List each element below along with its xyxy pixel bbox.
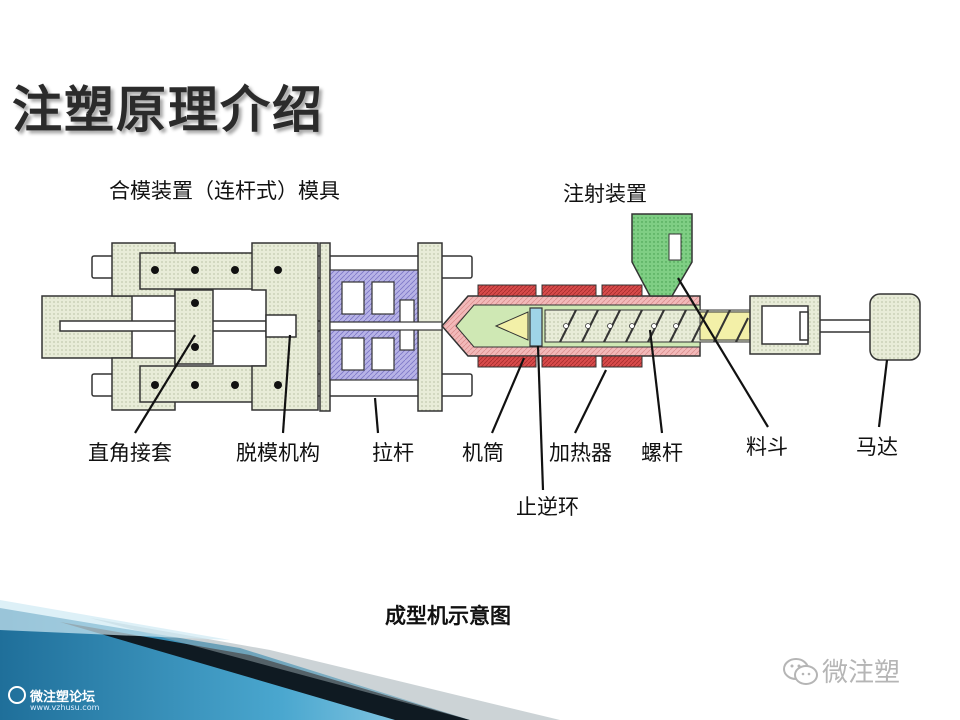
check-ring — [529, 307, 543, 347]
label-screw: 螺杆 — [641, 441, 683, 465]
forum-name: 微注塑论坛 — [30, 690, 96, 705]
forum-url: www.vzhusu.com — [30, 703, 100, 712]
forum-logo-icon — [8, 686, 26, 704]
label-motor: 马达 — [856, 435, 898, 459]
moving-platen — [319, 242, 331, 412]
drive — [749, 293, 921, 361]
label-barrel: 机筒 — [462, 441, 504, 465]
label-ejector: 脱模机构 — [236, 441, 320, 465]
label-toggle-joint: 直角接套 — [88, 441, 172, 465]
ejector-block — [265, 314, 297, 338]
slide-title: 注塑原理介绍 — [12, 81, 324, 139]
mold — [329, 269, 443, 381]
wechat-icon — [783, 658, 818, 685]
hopper — [631, 213, 693, 297]
heater-bands — [477, 284, 643, 368]
label-heater: 加热器 — [549, 441, 612, 465]
wechat-watermark: 微注塑 — [822, 658, 901, 688]
label-injection-unit: 注射装置 — [563, 182, 647, 206]
screw-tip — [494, 311, 529, 341]
diagram-caption: 成型机示意图 — [385, 603, 511, 628]
motor — [869, 293, 921, 361]
label-hopper: 料斗 — [746, 435, 788, 459]
label-check-ring: 止逆环 — [516, 495, 579, 519]
label-clamping-unit: 合模装置（连杆式）模具 — [109, 179, 340, 203]
leader-lines — [134, 277, 889, 491]
toggle-pins — [151, 266, 282, 389]
label-tie-bar: 拉杆 — [372, 441, 414, 465]
screw — [494, 307, 751, 347]
